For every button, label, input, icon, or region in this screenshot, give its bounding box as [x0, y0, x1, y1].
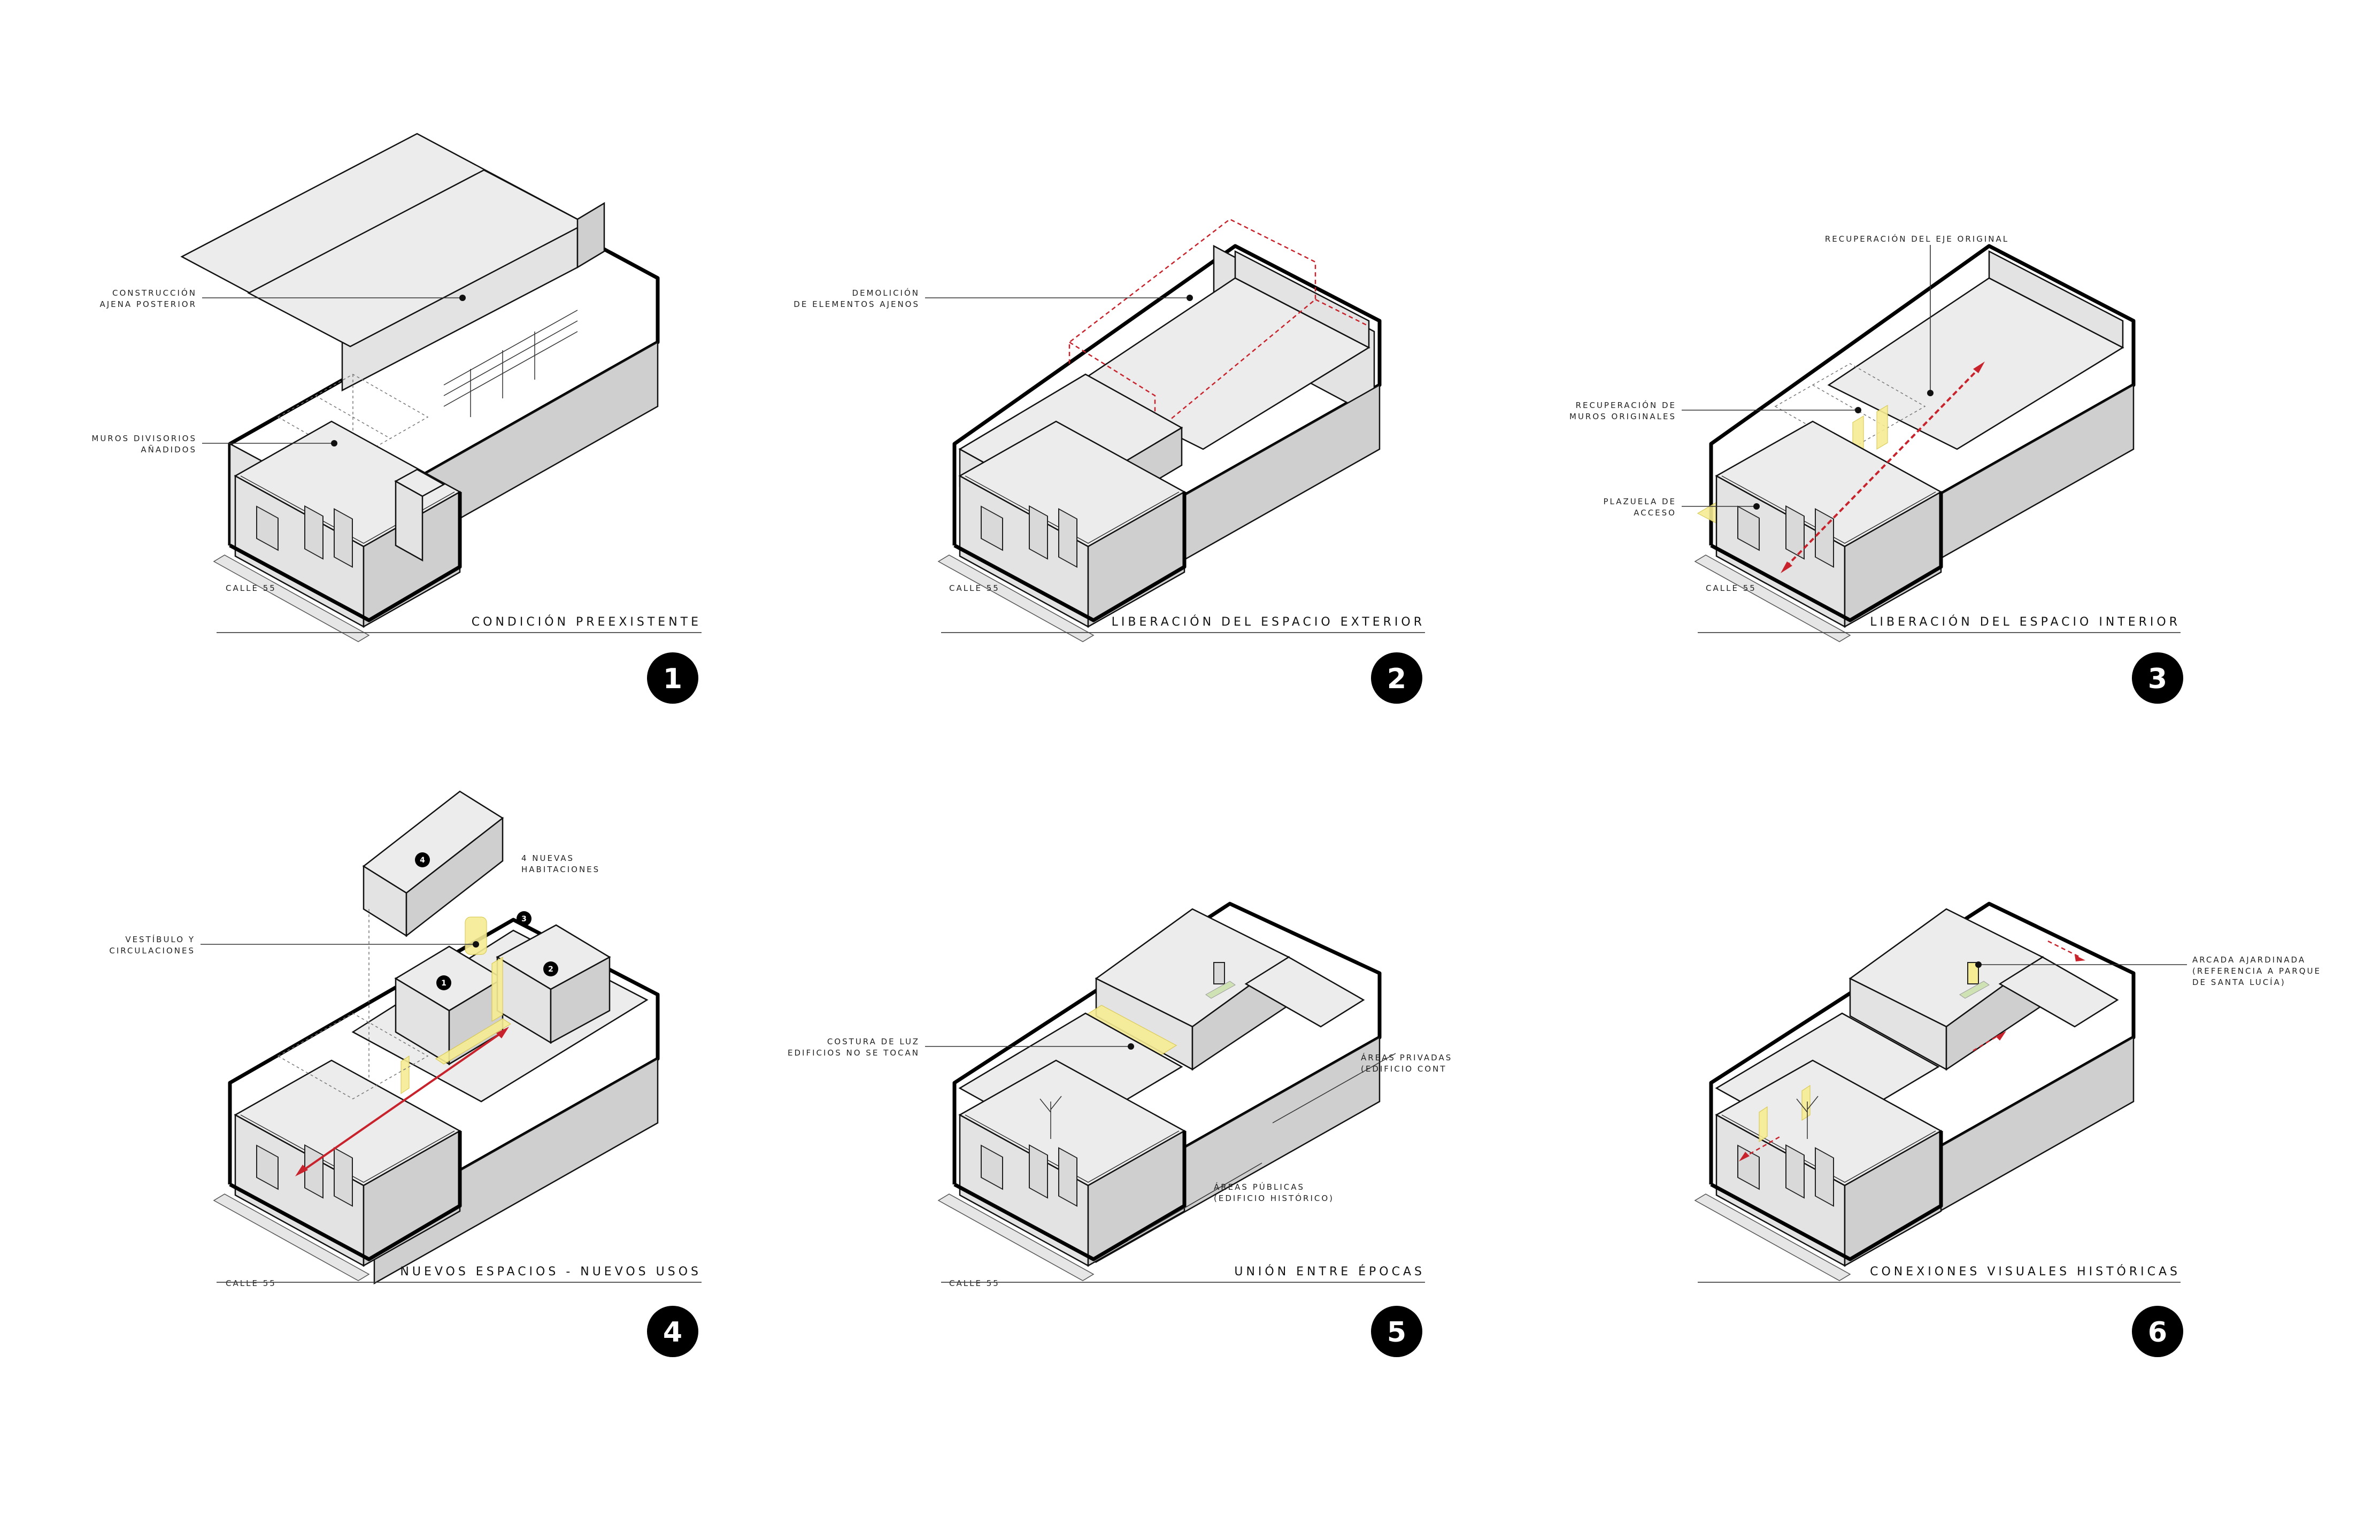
- panel-number-4: 4: [663, 1316, 682, 1349]
- label-demolicion-l1: DEMOLICIÓN: [852, 288, 920, 298]
- panel-2: [937, 218, 1382, 643]
- panel-number-1: 1: [663, 663, 682, 695]
- panel-number-6: 6: [2148, 1316, 2167, 1349]
- label-vestibulo-l2: CIRCULACIONES: [109, 946, 195, 956]
- panel-title-4: NUEVOS ESPACIOS - NUEVOS USOS: [400, 1265, 702, 1279]
- panel-5-labels: COSTURA DE LUZ EDIFICIOS NO SE TOCAN ÁRE…: [788, 1037, 1452, 1357]
- label-demolicion-l2: DE ELEMENTOS AJENOS: [794, 299, 920, 309]
- panel-number-badge-6: [2132, 1306, 2183, 1357]
- label-muros-orig-l1: RECUPERACIÓN DE: [1576, 400, 1676, 410]
- panel-title-6: CONEXIONES VISUALES HISTÓRICAS: [1870, 1265, 2181, 1279]
- panel-3-labels: RECUPERACIÓN DEL EJE ORIGINAL RECUPERACI…: [1569, 234, 2183, 704]
- room-number-4: 4: [420, 856, 425, 865]
- panel-6-labels: ARCADA AJARDINADA (REFERENCIA A PARQUE D…: [1698, 955, 2321, 1357]
- panel-number-badge-2: [1371, 652, 1422, 704]
- panel-2-labels: DEMOLICIÓN DE ELEMENTOS AJENOS CALLE 55 …: [794, 288, 1425, 704]
- street-label-4: CALLE 55: [226, 1279, 276, 1288]
- panel-number-badge-1: [647, 652, 698, 704]
- panel-number-2: 2: [1387, 663, 1406, 695]
- panel-3: [1694, 244, 2136, 643]
- label-habitaciones-l2: HABITACIONES: [521, 865, 600, 874]
- room-number-2: 2: [548, 965, 553, 974]
- label-vestibulo-l1: VESTÍBULO Y: [125, 934, 195, 944]
- label-plazuela-l1: PLAZUELA DE: [1604, 497, 1677, 506]
- panel-title-5: UNIÓN ENTRE ÉPOCAS: [1234, 1265, 1425, 1279]
- label-costura-l1: COSTURA DE LUZ: [827, 1037, 920, 1046]
- panel-1-labels: CONSTRUCCIÓN AJENA POSTERIOR MUROS DIVIS…: [91, 288, 702, 704]
- panel-4-labels: 4 NUEVAS HABITACIONES VESTÍBULO Y CIRCUL…: [109, 853, 702, 1357]
- label-construccion-l1: CONSTRUCCIÓN: [112, 288, 197, 298]
- label-privadas-l1: ÁREAS PRIVADAS: [1361, 1052, 1452, 1062]
- label-eje: RECUPERACIÓN DEL EJE ORIGINAL: [1825, 234, 2009, 244]
- label-habitaciones-l1: 4 NUEVAS: [521, 853, 574, 863]
- label-muros-l2: AÑADIDOS: [141, 444, 197, 455]
- label-muros-l1: MUROS DIVISORIOS: [91, 434, 197, 443]
- panel-number-badge-3: [2132, 652, 2183, 704]
- street-label-2: CALLE 55: [949, 583, 1000, 593]
- street-label-3: CALLE 55: [1706, 583, 1757, 593]
- street-label-5: CALLE 55: [949, 1279, 1000, 1288]
- label-costura-l2: EDIFICIOS NO SE TOCAN: [788, 1048, 920, 1058]
- label-privadas-l2: (EDIFICIO CONT: [1361, 1064, 1447, 1074]
- room-number-1: 1: [441, 979, 446, 988]
- label-arcada-l1: ARCADA AJARDINADA: [2192, 955, 2306, 965]
- panel-number-badge-5: [1371, 1306, 1422, 1357]
- label-publicas-l1: ÁREAS PÚBLICAS: [1214, 1182, 1305, 1192]
- panel-6: [1694, 902, 2136, 1282]
- panel-title-3: LIBERACIÓN DEL ESPACIO INTERIOR: [1870, 615, 2181, 629]
- panel-5: [937, 902, 1396, 1282]
- label-arcada-l3: DE SANTA LUCÍA): [2192, 977, 2286, 987]
- panel-title-2: LIBERACIÓN DEL ESPACIO EXTERIOR: [1112, 615, 1425, 629]
- label-plazuela-l2: ACCESO: [1634, 508, 1676, 518]
- panel-number-3: 3: [2148, 663, 2167, 695]
- panel-1: [180, 133, 660, 643]
- label-arcada-l2: (REFERENCIA A PARQUE: [2192, 966, 2321, 976]
- panel-4: 4 3 1 2: [213, 790, 660, 1285]
- panel-number-5: 5: [1387, 1316, 1406, 1349]
- street-label-1: CALLE 55: [226, 583, 276, 593]
- label-muros-orig-l2: MUROS ORIGINALES: [1569, 412, 1676, 421]
- panel-number-badge-4: [647, 1306, 698, 1357]
- label-construccion-l2: AJENA POSTERIOR: [99, 299, 197, 309]
- room-number-3: 3: [521, 915, 527, 923]
- panel-title-1: CONDICIÓN PREEXISTENTE: [472, 615, 702, 629]
- label-publicas-l2: (EDIFICIO HISTÓRICO): [1214, 1193, 1334, 1203]
